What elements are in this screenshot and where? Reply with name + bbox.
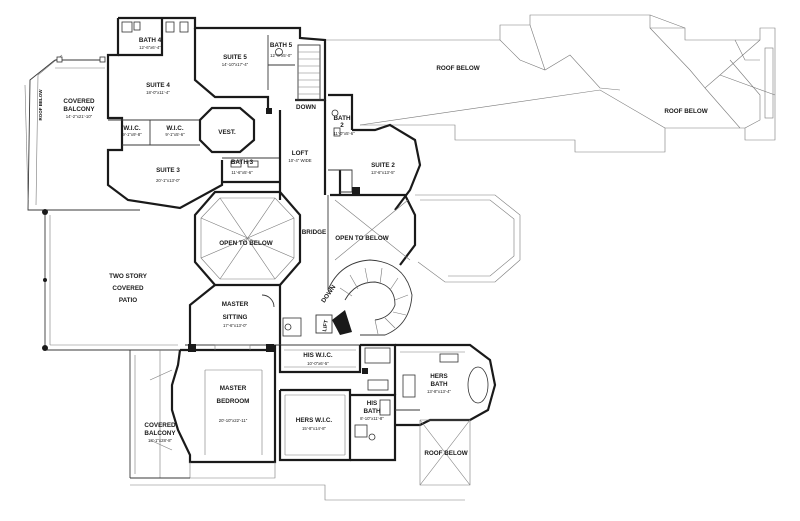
dim-hers-bath: 13'-8"x13'-4"	[427, 389, 452, 394]
label-master-bedroom-2: BEDROOM	[217, 398, 250, 405]
dim-wic-b: 9'-1"x5'-6"	[165, 132, 185, 137]
label-his-bath-1: HIS	[367, 400, 378, 407]
label-roof-below-bottom: ROOF BELOW	[424, 450, 467, 457]
label-bath4: BATH 4	[139, 37, 162, 44]
label-patio-1: TWO STORY	[109, 273, 148, 280]
label-covered-balcony-2a: COVERED	[144, 422, 176, 429]
label-hers-bath-2: BATH	[430, 381, 447, 388]
master-sitting-walls	[185, 284, 360, 346]
label-wic-a: W.I.C.	[123, 125, 140, 132]
dim-bath3: 11'-6"x5'-6"	[231, 170, 253, 175]
label-master-sitting-2: SITTING	[223, 314, 248, 321]
dim-bath4: 12'-6"x6'-4"	[139, 45, 161, 50]
dim-covered-balcony-2: 13'-1"x28'-8"	[148, 438, 173, 443]
label-bath5: BATH 5	[270, 42, 293, 49]
label-suite4: SUITE 4	[146, 82, 170, 89]
dim-master-bedroom: 20'-10"x22'-11"	[219, 418, 248, 423]
dim-suite4: 18'-0"x11'-4"	[146, 90, 170, 95]
label-roof-below-right: ROOF BELOW	[664, 108, 707, 115]
dim-bath5: 12'-0"x5'-0"	[270, 53, 292, 58]
open-to-below-right	[327, 193, 417, 336]
label-his-bath-2: BATH	[363, 408, 380, 415]
label-open-to-below-1: OPEN TO BELOW	[219, 240, 272, 247]
roof-below-bottom	[419, 419, 471, 486]
loft-walls	[278, 93, 422, 211]
dim-hers-wic: 15'-8"x14'-8"	[302, 426, 327, 431]
dim-bath2: 11'-0"x5'-6"	[333, 131, 355, 136]
dim-covered-balcony-1: 14'-2"x21'-10"	[66, 114, 93, 119]
dim-loft: 10'-4" WIDE	[288, 158, 311, 163]
label-roof-below-left: ROOF BELOW	[38, 89, 43, 121]
label-lift: LIFT	[322, 319, 330, 332]
label-wic-b: W.I.C.	[166, 125, 183, 132]
label-hers-wic: HERS W.I.C.	[296, 417, 333, 424]
label-open-to-below-2: OPEN TO BELOW	[335, 235, 388, 242]
dim-suite2: 13'-6"x13'-5"	[371, 170, 396, 175]
upper-stair	[297, 44, 321, 101]
dim-wic-a: 9'-1"x9'-8"	[122, 132, 142, 137]
label-vest: VEST.	[218, 129, 236, 136]
label-covered-balcony-1b: BALCONY	[63, 106, 95, 113]
master-bedroom-walls	[159, 344, 277, 479]
label-suite3: SUITE 3	[156, 167, 180, 174]
dim-suite3: 20'-1"x13'-0"	[156, 178, 181, 183]
dim-master-sitting: 17'-6"x13'-0"	[223, 323, 248, 328]
label-bath2a: BATH	[333, 115, 350, 122]
label-covered-balcony-1a: COVERED	[63, 98, 95, 105]
lower-octagon-outline	[415, 194, 521, 283]
roof-outline-top-right	[325, 14, 776, 153]
label-master-bedroom-1: MASTER	[220, 385, 247, 392]
covered-balcony-2-outline	[129, 350, 465, 501]
label-roof-below-top: ROOF BELOW	[436, 65, 479, 72]
label-bath2b: 2	[340, 122, 344, 129]
label-patio-3: PATIO	[119, 297, 137, 304]
dim-his-bath: 8'-10"x11'-8"	[360, 416, 384, 421]
label-covered-balcony-2b: BALCONY	[144, 430, 176, 437]
patio-outline	[42, 209, 180, 351]
open-to-below-left	[193, 190, 302, 287]
label-suite5: SUITE 5	[223, 54, 247, 61]
hers-bath-walls	[395, 343, 497, 427]
label-bridge: BRIDGE	[302, 229, 327, 236]
upper-wing-walls	[106, 16, 327, 210]
center-closets-walls	[278, 343, 420, 462]
label-master-sitting-1: MASTER	[222, 301, 249, 308]
label-his-wic: HIS W.I.C.	[303, 352, 333, 359]
label-down-stair: DOWN	[320, 284, 337, 305]
dim-suite5: 14'-10"x17'-4"	[222, 62, 249, 67]
label-down-upper: DOWN	[296, 104, 316, 111]
label-hers-bath-1: HERS	[430, 373, 448, 380]
dim-his-wic: 10'-0"x6'-5"	[307, 361, 329, 366]
label-patio-2: COVERED	[112, 285, 144, 292]
label-loft: LOFT	[292, 150, 309, 157]
label-bath3: BATH 3	[231, 159, 254, 166]
label-suite2: SUITE 2	[371, 162, 395, 169]
